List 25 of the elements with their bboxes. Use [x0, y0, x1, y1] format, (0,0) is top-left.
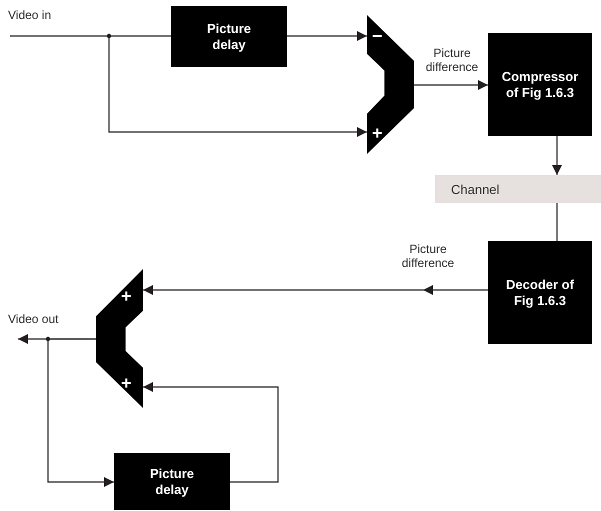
process-box [114, 453, 230, 510]
arrow [287, 31, 367, 41]
operator-sign: − [372, 27, 383, 45]
operator-sign: + [372, 124, 383, 142]
box-label: Decoder of Fig 1.6.3 [505, 276, 575, 308]
signal-label: Video in [8, 8, 68, 35]
subtractor-symbol [367, 15, 414, 154]
signal-label: Video out [8, 312, 70, 338]
box-label: Compressor of Fig 1.6.3 [500, 68, 580, 100]
box-label: Picture delay [148, 466, 196, 498]
process-box [488, 33, 592, 136]
box-label: Picture delay [206, 20, 252, 52]
process-box [488, 241, 592, 344]
channel-band [435, 175, 601, 203]
arrow [143, 285, 488, 295]
operator-sign: + [121, 287, 132, 305]
operator-sign: + [121, 374, 132, 392]
arrow [414, 80, 488, 90]
box-label: Channel [451, 182, 500, 196]
arrow [552, 136, 562, 175]
arrow [47, 338, 114, 487]
arrow [143, 382, 279, 483]
arrow [108, 36, 367, 137]
adder-symbol [96, 269, 143, 408]
process-box [171, 6, 287, 67]
